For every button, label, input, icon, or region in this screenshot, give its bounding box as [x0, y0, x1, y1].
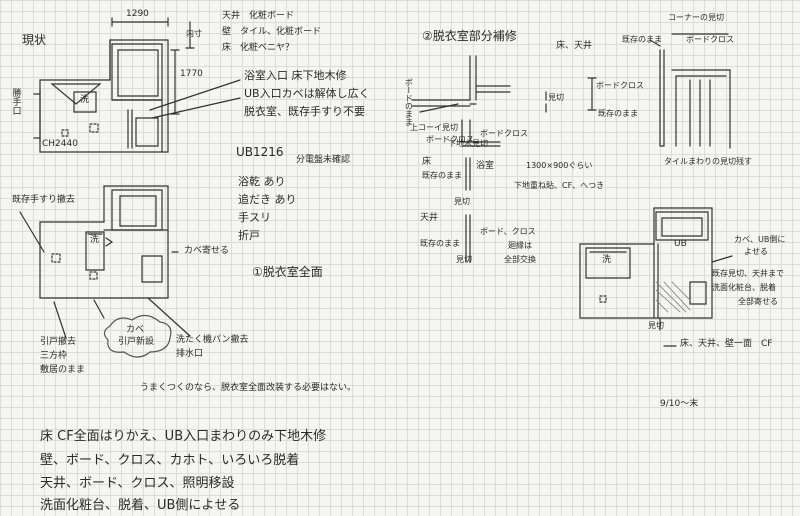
section-floor-keep: 既存のまま	[422, 171, 462, 180]
section-mikiri-3: 見切	[456, 255, 472, 264]
section-redo: 廻縁は	[508, 241, 532, 250]
plan3-wash: 洗	[602, 255, 612, 265]
plan2-title: ①脱衣室全面	[252, 265, 323, 279]
note-3: 脱衣室、既存手すり不要	[244, 105, 365, 118]
note-b1: カベ	[126, 325, 145, 335]
section-size: 1300×900ぐらい	[526, 161, 593, 170]
current-plan	[33, 17, 241, 153]
plan-three	[579, 207, 733, 347]
plan3-mikiri: 見切	[648, 321, 664, 330]
plan3-ext-1: 既存見切、天井まで	[712, 269, 784, 278]
section-keep-3: 既存のまま	[420, 239, 460, 248]
corner-detail	[649, 33, 731, 149]
label-wall-move: カベ寄せる	[184, 246, 230, 256]
section-floor-ceiling: 床、天井	[556, 41, 593, 51]
note-c2: 排水口	[176, 349, 204, 359]
corner-tile: タイルまわりの見切残す	[664, 157, 752, 166]
note-a1: 引戸撤去	[40, 337, 77, 347]
bottom-line-1: 床 CF全面はりかえ、UB入口まわりのみ下地木修	[40, 429, 327, 444]
section-redo-2: 全部交換	[504, 255, 536, 264]
note-1: 浴室入口 床下地木修	[244, 69, 347, 82]
corner-title: コーナーの見切	[668, 13, 724, 22]
plan-two	[19, 185, 191, 358]
ub-note-2: 追だき あり	[238, 193, 297, 206]
plan3-wall: カベ、UB側に	[734, 235, 786, 244]
finish-wall: 壁 タイル、化粧ボード	[222, 27, 322, 37]
section-mikiri: 見切	[548, 93, 564, 102]
label-inner: 内寸	[186, 29, 202, 38]
dim-height: 1770	[180, 69, 203, 79]
label-current: 現状	[22, 33, 47, 47]
section-floor: 床	[422, 157, 432, 167]
label-wash-2: 洗	[90, 235, 100, 245]
bottom-line-4: 洗面化粧台、脱着、UB側によせる	[40, 498, 241, 513]
plan3-ub: UB	[674, 239, 687, 249]
ub-note-4: 折戸	[238, 229, 260, 242]
section-keep-2: ボードクロス	[596, 81, 644, 90]
section-bottom-2: ボードクロス	[480, 129, 528, 138]
plan3-ext-2: 洗面化粧台、脱着	[712, 283, 776, 292]
section-bath: 浴室	[476, 161, 495, 171]
corner-board: ボードクロス	[686, 35, 734, 44]
section-kamoi: 上コーイ見切	[410, 123, 458, 132]
plan3-ext-3: 全部寄せる	[738, 297, 778, 306]
ub-board: 分電盤未確認	[296, 155, 351, 165]
finish-floor: 床 化粧ベニヤ？	[222, 43, 295, 53]
section-drawing	[411, 55, 597, 263]
plan3-floor: 床、天井、壁一面 CF	[680, 339, 773, 349]
note-c1: 洗たく機パン撤去	[176, 335, 249, 345]
date-label: 9/10～末	[660, 399, 699, 409]
finish-ceiling: 天井 化粧ボード	[222, 11, 295, 21]
section-bottom-3: 下地木見切	[448, 139, 488, 148]
label-ch: CH2440	[42, 139, 78, 149]
ub-note-3: 手スリ	[238, 211, 271, 224]
label-remove: 既存手すり撤去	[12, 195, 76, 205]
label-back-door: 勝手口	[10, 88, 21, 115]
section-keep-1: ボードのまま	[404, 78, 414, 126]
note-a3: 敷居のまま	[40, 365, 86, 375]
corner-keep: 既存のまま	[622, 35, 662, 44]
section-ceiling-2: 天井	[420, 213, 439, 223]
section-title: ②脱衣室部分補修	[422, 29, 517, 43]
plan3-wall-2: よせる	[744, 247, 768, 256]
dim-width: 1290	[126, 9, 149, 19]
section-kesho: 既存のまま	[598, 109, 638, 118]
section-bottom-1: ボードクロス	[426, 135, 474, 144]
section-board-cross: ボード、クロス	[480, 227, 536, 236]
note-b2: 引戸新設	[118, 337, 155, 347]
note-d: うまくつくのなら、脱衣室全面改装する必要はない。	[140, 383, 357, 393]
note-a2: 三方枠	[40, 351, 68, 361]
label-wash-1: 洗	[80, 95, 90, 105]
ub-model: UB1216	[236, 145, 284, 159]
bottom-line-2: 壁、ボード、クロス、カホト、いろいろ脱着	[40, 453, 300, 468]
section-mikiri-2: 見切	[454, 197, 470, 206]
bottom-line-3: 天井、ボード、クロス、照明移設	[40, 476, 235, 491]
ub-note-1: 浴乾 あり	[238, 175, 286, 188]
section-cf: 下地重ね貼、CF、へつき	[514, 181, 605, 190]
note-2: UB入口カベは解体し広く	[244, 87, 370, 100]
